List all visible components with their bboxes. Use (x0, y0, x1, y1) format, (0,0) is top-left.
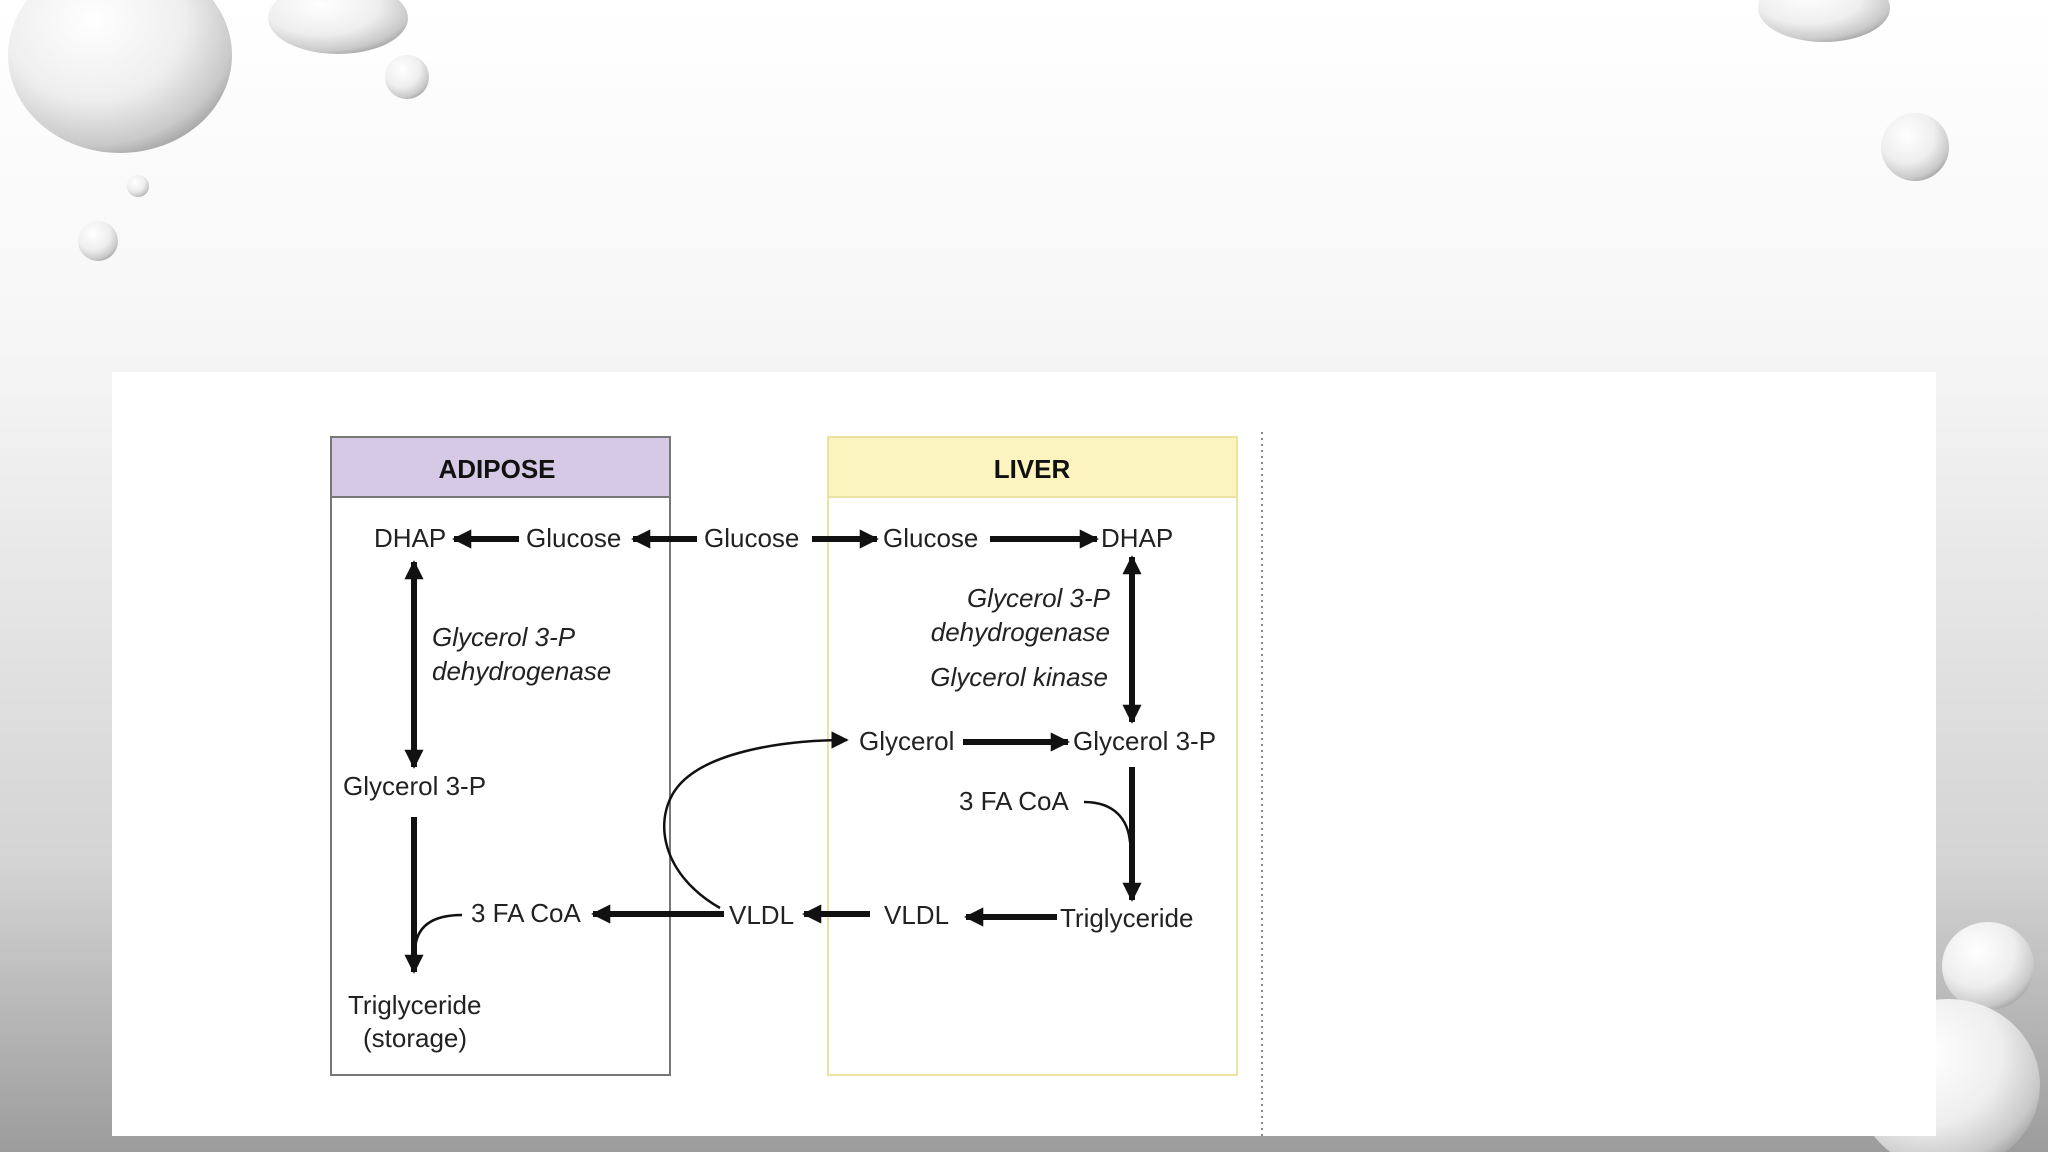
triglyceride-synthesis-diagram: ADIPOSE LIVER DHAP Glucose Glycerol 3-P … (330, 432, 1263, 1136)
adipose-enzyme-line2: dehydrogenase (432, 656, 611, 686)
liver-enzyme-line2: dehydrogenase (931, 617, 1110, 647)
liver-glycerol: Glycerol (859, 726, 954, 756)
adipose-enzyme-line1: Glycerol 3-P (432, 622, 576, 652)
adipose-glycerol-3p: Glycerol 3-P (343, 771, 486, 801)
arrow-adipose-facoa-merge (413, 913, 463, 951)
liver-header-bar (827, 436, 1238, 498)
adipose-header: ADIPOSE (438, 454, 555, 484)
arrow-vldl-to-liver-glycerol (663, 731, 849, 910)
liver-box (827, 436, 1238, 1076)
liver-compartment: LIVER (827, 436, 1238, 1076)
liver-glycerol-3p: Glycerol 3-P (1073, 726, 1216, 756)
adipose-compartment: ADIPOSE (330, 436, 671, 1076)
figure-panel: ADIPOSE LIVER DHAP Glucose Glycerol 3-P … (112, 372, 1936, 1136)
adipose-dhap: DHAP (374, 523, 446, 553)
adipose-triglyceride: Triglyceride (348, 990, 481, 1020)
liver-header: LIVER (994, 454, 1071, 484)
adipose-box (330, 436, 671, 1076)
adipose-storage: (storage) (363, 1023, 467, 1053)
liver-vldl: VLDL (884, 900, 949, 930)
arrow-liver-facoa-merge (1083, 800, 1132, 843)
blood-vldl: VLDL (729, 900, 794, 930)
liver-fa-coa: 3 FA CoA (959, 786, 1069, 816)
liver-dhap: DHAP (1101, 523, 1173, 553)
adipose-fa-coa: 3 FA CoA (471, 898, 581, 928)
adipose-header-bar (330, 436, 671, 498)
adipose-glucose: Glucose (526, 523, 621, 553)
liver-enzyme-kinase: Glycerol kinase (930, 662, 1108, 692)
liver-enzyme-line1: Glycerol 3-P (967, 583, 1111, 613)
blood-glucose: Glucose (704, 523, 799, 553)
liver-glucose: Glucose (883, 523, 978, 553)
liver-triglyceride: Triglyceride (1060, 903, 1193, 933)
